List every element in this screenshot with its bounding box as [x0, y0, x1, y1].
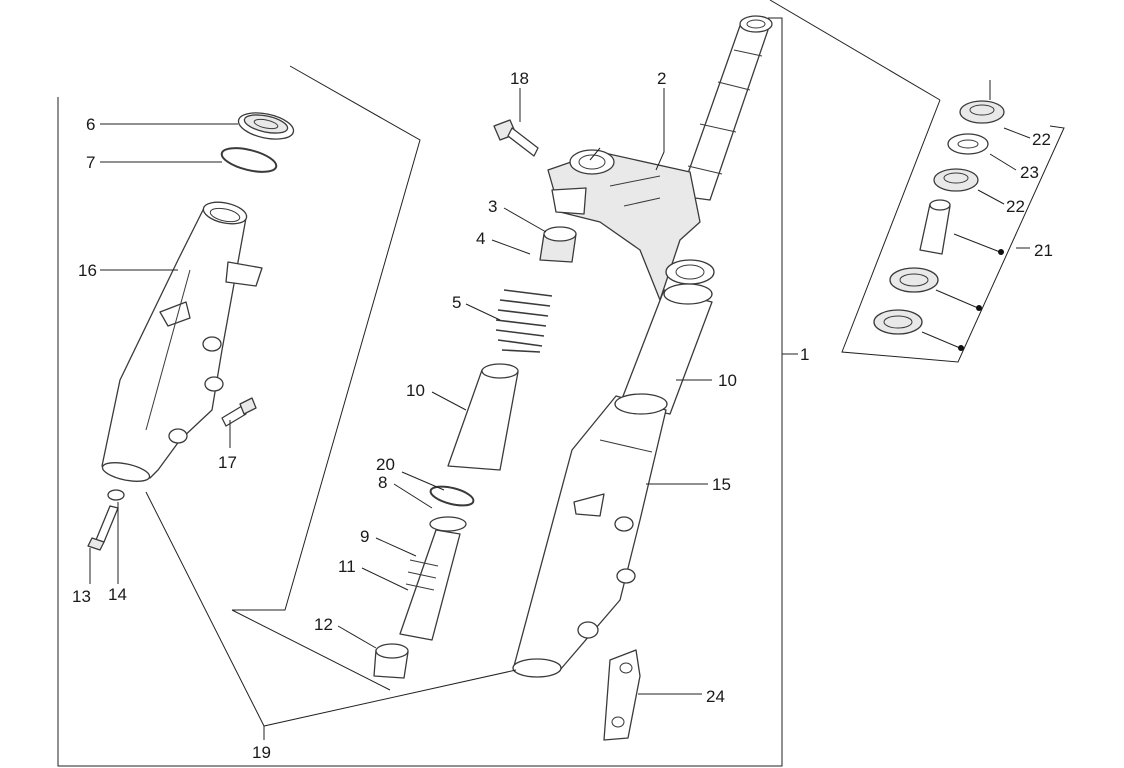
group-frame-steering	[769, 0, 941, 101]
callout-7: 7	[86, 153, 95, 172]
callout-12: 12	[314, 615, 333, 634]
washer-8	[429, 516, 467, 532]
callout-19: 19	[252, 743, 271, 762]
group-frame-cylinder	[232, 65, 421, 611]
triple-clamp	[547, 149, 715, 301]
bullet-21c	[958, 345, 964, 351]
callout-6: 6	[86, 115, 95, 134]
callout-22-upper: 22	[1032, 130, 1051, 149]
left-fork-leg	[101, 201, 263, 482]
callout-1: 1	[800, 345, 809, 364]
screw-13	[87, 505, 119, 551]
snap-ring-20	[429, 485, 475, 507]
right-inner-tube	[619, 283, 713, 415]
callout-13: 13	[72, 587, 91, 606]
washer-14	[107, 489, 125, 501]
right-fork-leg	[512, 393, 668, 678]
group-frame-1	[57, 17, 783, 767]
bearing-lower	[873, 309, 923, 335]
callout-10-cartridge: 10	[406, 381, 425, 400]
circlip-ring	[220, 147, 278, 173]
callout-15: 15	[712, 475, 731, 494]
bolt-18	[493, 119, 539, 157]
group-frame-cylinder-bottom	[231, 609, 391, 691]
spacer-tube	[447, 363, 519, 471]
callout-9: 9	[360, 527, 369, 546]
callout-3: 3	[488, 197, 497, 216]
callout-17: 17	[218, 453, 237, 472]
bullet-21a	[998, 249, 1004, 255]
callout-16: 16	[78, 261, 97, 280]
leader-lines	[89, 80, 1031, 740]
callout-14: 14	[108, 585, 127, 604]
callout-8: 8	[378, 473, 387, 492]
callout-22-lower: 22	[1006, 197, 1025, 216]
bolt-17	[221, 397, 257, 427]
top-nut	[539, 226, 577, 263]
damper-rod	[399, 529, 461, 641]
callout-23: 23	[1020, 163, 1039, 182]
bullet-21b	[976, 305, 982, 311]
callout-18: 18	[510, 69, 529, 88]
lock-washer	[947, 133, 989, 155]
callout-24: 24	[706, 687, 725, 706]
callout-4: 4	[476, 229, 485, 248]
lock-nut-upper	[959, 100, 1005, 124]
dust-seal	[237, 112, 295, 140]
callout-20: 20	[376, 455, 395, 474]
callout-10-tube: 10	[718, 371, 737, 390]
bracket-24	[603, 649, 641, 741]
lock-nut-lower	[933, 168, 979, 192]
callout-11: 11	[338, 557, 356, 576]
rod-bushing	[373, 643, 409, 679]
bearing-sleeve	[919, 199, 951, 255]
bearing-upper	[889, 267, 939, 293]
spring	[495, 289, 553, 353]
steering-stem	[679, 15, 773, 201]
group-frame-21	[841, 99, 1065, 363]
callout-5: 5	[452, 293, 461, 312]
callout-21: 21	[1034, 241, 1053, 260]
callout-2: 2	[657, 69, 666, 88]
